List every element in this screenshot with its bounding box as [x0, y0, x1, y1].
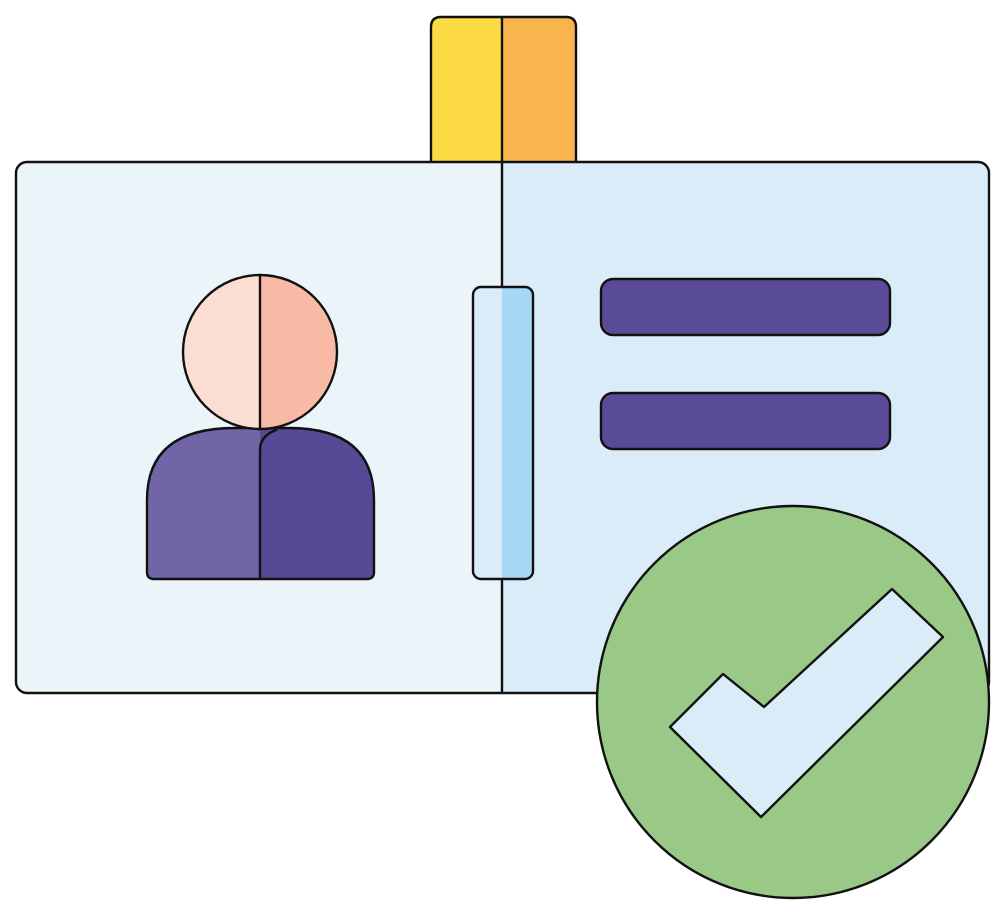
person-avatar-icon [145, 273, 376, 581]
card-text-bar [599, 391, 892, 451]
checkmark-icon [668, 587, 945, 819]
strap-right-half [502, 17, 576, 162]
clip-left-half [473, 287, 502, 579]
clip-right-half [502, 287, 533, 579]
avatar-body-left [147, 428, 260, 579]
avatar-body-seam [258, 428, 278, 581]
clip-outline [471, 285, 535, 581]
card-text-bar [599, 277, 892, 337]
card-text-lines [599, 277, 892, 451]
avatar-body-right [260, 428, 374, 579]
avatar-head-left [183, 275, 260, 429]
badge-clip-slot [471, 285, 535, 581]
lanyard-strap [429, 15, 578, 164]
strap-left-half [431, 17, 502, 162]
strap-outline [429, 15, 578, 164]
verified-check-badge [595, 504, 991, 900]
avatar-head-right [260, 275, 337, 429]
